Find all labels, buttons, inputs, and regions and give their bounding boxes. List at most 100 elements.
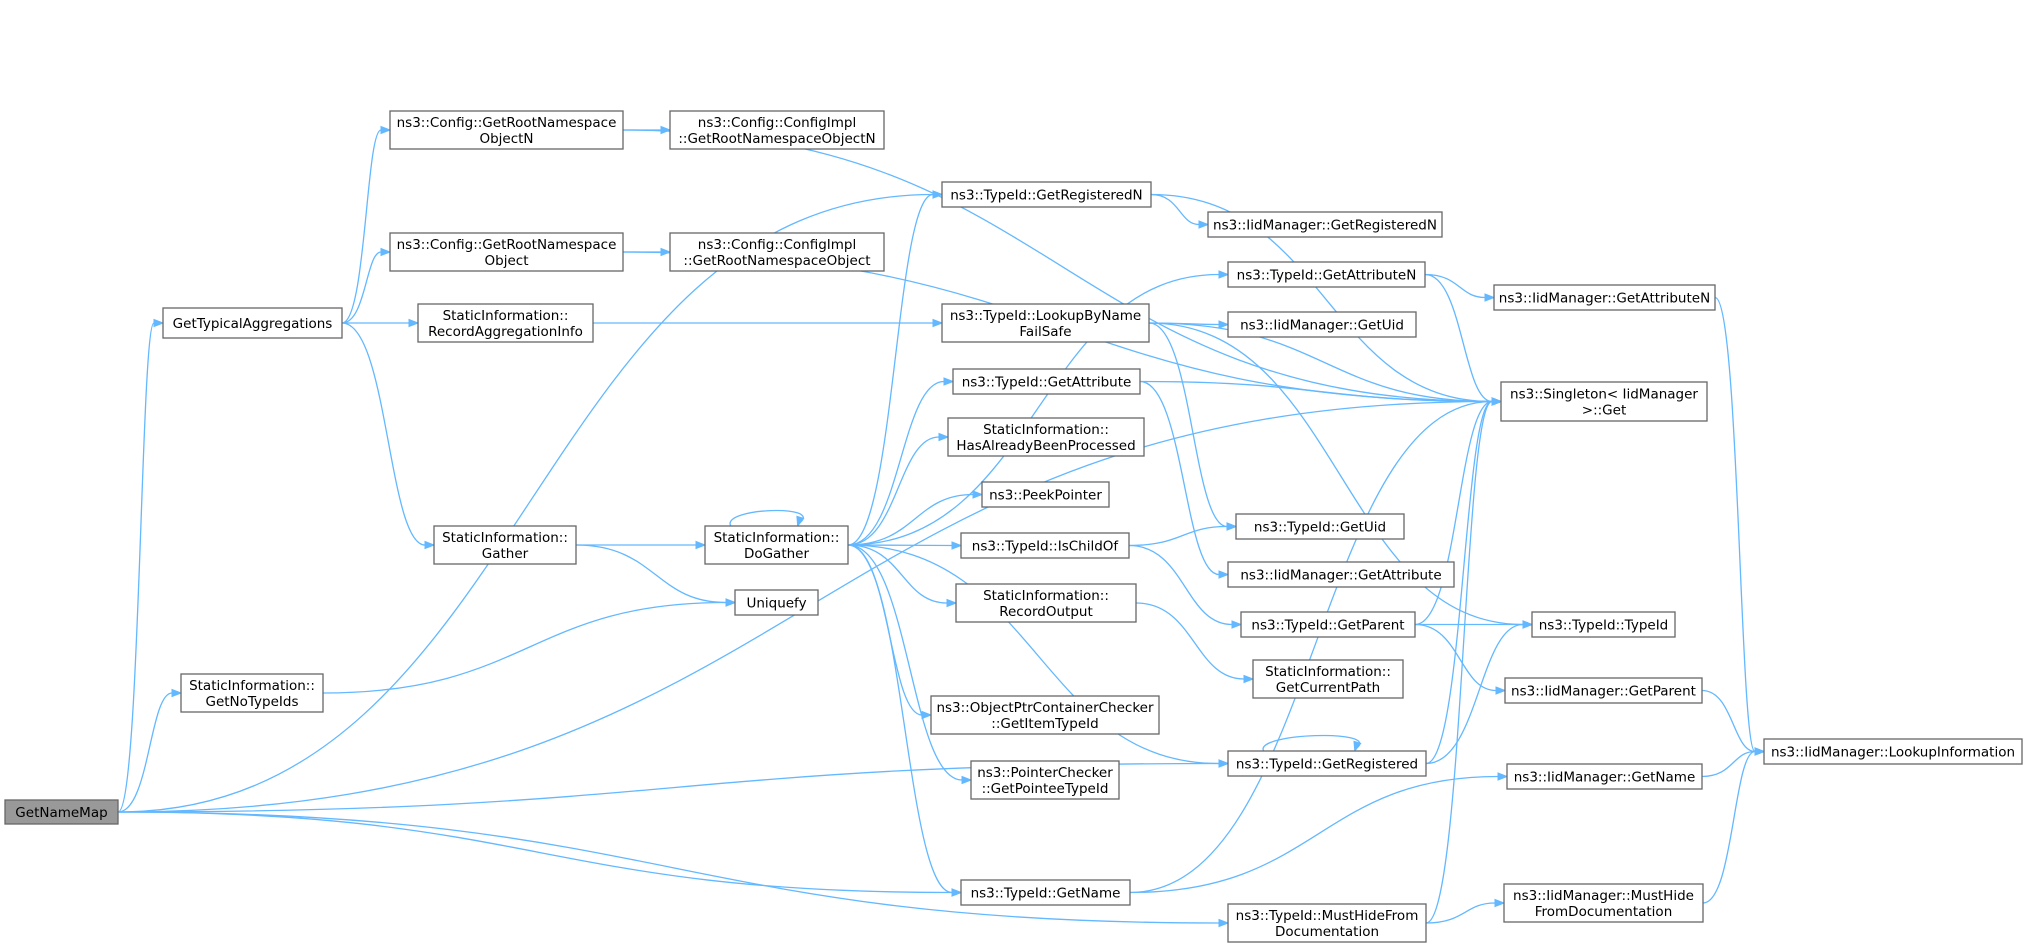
node-iidmanager-getuid[interactable]: ns3::IidManager::GetUid — [1227, 311, 1417, 338]
node-iidmanager-musthidefromdocumentation[interactable]: ns3::IidManager::MustHideFromDocumentati… — [1503, 883, 1704, 923]
node-box — [1207, 211, 1443, 238]
arrowhead-icon — [1198, 220, 1210, 229]
node-pointerchecker-getpointeetypeid[interactable]: ns3::PointerChecker::GetPointeeTypeId — [970, 760, 1120, 800]
node-staticinformation-getnotypeids[interactable]: StaticInformation::GetNoTypeIds — [180, 673, 324, 713]
node-iidmanager-getattributen[interactable]: ns3::IidManager::GetAttributeN — [1493, 284, 1716, 311]
node-staticinformation-hasalreadybeenprocessed[interactable]: StaticInformation::HasAlreadyBeenProcess… — [947, 417, 1145, 457]
node-label: ::GetItemTypeId — [991, 716, 1098, 732]
edge-line — [847, 436, 940, 546]
edge-iidmanager-getparent-to-iidmanager-lookupinformation — [1701, 689, 1766, 756]
arrowhead-icon — [408, 318, 420, 328]
node-objectptrcontainerchecker-getitemtypeid[interactable]: ns3::ObjectPtrContainerChecker::GetItemT… — [930, 695, 1160, 735]
arrowhead-icon — [938, 432, 950, 442]
node-label: ::GetRootNamespaceObject — [683, 253, 870, 269]
node-typeid-getparent[interactable]: ns3::TypeId::GetParent — [1240, 611, 1416, 638]
edge-line — [1414, 623, 1497, 692]
arrowhead-icon — [1754, 747, 1766, 756]
node-box — [981, 481, 1110, 508]
node-singleton-iidmanager-get[interactable]: ns3::Singleton< IidManager>::Get — [1500, 381, 1708, 422]
arrowhead-icon — [695, 540, 707, 550]
node-label: ns3::TypeId::TypeId — [1539, 618, 1669, 634]
arrowhead-icon — [943, 377, 955, 386]
node-staticinformation-recordaggregationinfo[interactable]: StaticInformation::RecordAggregationInfo — [417, 303, 594, 343]
edge-getnamemap-to-typeid-musthidefromdocumentation — [117, 811, 1230, 928]
node-uniquefy[interactable]: Uniquefy — [734, 589, 819, 616]
node-peekpointer[interactable]: ns3::PeekPointer — [981, 481, 1110, 508]
edge-line — [117, 811, 1220, 924]
edge-typeid-getattributen-to-iidmanager-getattributen — [1424, 273, 1496, 302]
node-config-getrootnamespaceobject[interactable]: ns3::Config::GetRootNamespaceObject — [389, 232, 624, 272]
edge-line — [1424, 273, 1486, 299]
node-box — [1227, 561, 1455, 588]
node-gettypicalaggregations[interactable]: GetTypicalAggregations — [162, 307, 343, 339]
node-label: ns3::TypeId::GetAttribute — [962, 375, 1132, 391]
node-typeid-ischildof[interactable]: ns3::TypeId::IsChildOf — [960, 532, 1130, 559]
arrowhead-icon — [1226, 522, 1238, 531]
edge-line — [1425, 400, 1493, 765]
node-box — [4, 799, 119, 825]
node-typeid-getattribute[interactable]: ns3::TypeId::GetAttribute — [952, 368, 1141, 395]
edge-line — [1424, 273, 1493, 403]
node-iidmanager-lookupinformation[interactable]: ns3::IidManager::LookupInformation — [1763, 738, 2023, 765]
edge-typeid-ischildof-to-typeid-getuid — [1128, 522, 1238, 547]
edge-line — [1150, 193, 1200, 226]
node-typeid-getregisteredn[interactable]: ns3::TypeId::GetRegisteredN — [941, 181, 1152, 208]
node-label: ns3::ObjectPtrContainerChecker — [936, 700, 1154, 716]
edge-layer — [117, 125, 1766, 928]
node-label: HasAlreadyBeenProcessed — [956, 438, 1135, 454]
edge-line — [341, 322, 426, 546]
edge-line — [847, 273, 1220, 546]
edge-line — [1414, 400, 1493, 626]
edge-typeid-musthidefromdocumentation-to-singleton-iidmanager-get — [1425, 397, 1503, 924]
node-label: Gather — [482, 546, 529, 562]
edge-line — [729, 509, 804, 527]
node-box — [970, 760, 1120, 800]
node-staticinformation-recordoutput[interactable]: StaticInformation::RecordOutput — [955, 583, 1137, 623]
node-staticinformation-getcurrentpath[interactable]: StaticInformation::GetCurrentPath — [1252, 659, 1404, 699]
edge-gettypicalaggregations-to-staticinformation-gather — [341, 322, 436, 550]
arrowhead-icon — [1218, 320, 1230, 329]
node-box — [1240, 611, 1416, 638]
node-typeid-getattributen[interactable]: ns3::TypeId::GetAttributeN — [1227, 261, 1426, 288]
node-configimpl-getrootnamespaceobject[interactable]: ns3::Config::ConfigImpl::GetRootNamespac… — [669, 232, 885, 272]
node-iidmanager-getregisteredn[interactable]: ns3::IidManager::GetRegisteredN — [1207, 211, 1443, 238]
edge-line — [1701, 750, 1756, 778]
edge-getnamemap-to-typeid-getregisteredn — [117, 190, 944, 813]
edge-gettypicalaggregations-to-config-getrootnamespaceobject — [341, 247, 392, 324]
node-staticinformation-dogather[interactable]: StaticInformation::DoGather — [704, 525, 849, 565]
node-typeid-getuid[interactable]: ns3::TypeId::GetUid — [1235, 513, 1405, 540]
edge-typeid-getregisteredn-to-iidmanager-getregisteredn — [1150, 193, 1210, 229]
node-getnamemap[interactable]: GetNameMap — [4, 799, 119, 825]
node-iidmanager-getparent[interactable]: ns3::IidManager::GetParent — [1504, 677, 1703, 704]
arrowhead-icon — [1495, 686, 1507, 695]
node-typeid-getregistered[interactable]: ns3::TypeId::GetRegistered — [1227, 750, 1427, 777]
node-label: StaticInformation:: — [442, 530, 568, 546]
node-label: Documentation — [1275, 924, 1379, 940]
node-typeid-getname[interactable]: ns3::TypeId::GetName — [960, 879, 1131, 906]
edge-line — [1701, 689, 1756, 753]
node-box — [941, 181, 1152, 208]
node-box — [1500, 381, 1708, 422]
edge-typeid-getregistered-to-typeid-getregistered — [1262, 734, 1362, 753]
edge-line — [1702, 750, 1756, 904]
node-label: ns3::TypeId::LookupByName — [950, 308, 1141, 324]
node-iidmanager-getattribute[interactable]: ns3::IidManager::GetAttribute — [1227, 561, 1455, 588]
edge-line — [117, 811, 953, 894]
node-label: ns3::TypeId::GetName — [971, 886, 1121, 902]
edge-line — [1129, 775, 1499, 894]
node-label: ns3::Config::ConfigImpl — [698, 237, 856, 253]
node-label: GetCurrentPath — [1276, 680, 1380, 696]
node-configimpl-getrootnamespaceobjectn[interactable]: ns3::Config::ConfigImpl::GetRootNamespac… — [669, 110, 885, 150]
arrowhead-icon — [1484, 293, 1496, 302]
node-box — [1227, 750, 1427, 777]
node-label: ns3::PointerChecker — [977, 765, 1113, 781]
node-config-getrootnamespaceobjectn[interactable]: ns3::Config::GetRootNamespaceObjectN — [389, 110, 624, 150]
node-label: ::GetRootNamespaceObjectN — [678, 131, 875, 147]
node-typeid-typeid[interactable]: ns3::TypeId::TypeId — [1531, 611, 1676, 638]
node-staticinformation-gather[interactable]: StaticInformation::Gather — [433, 525, 577, 565]
node-iidmanager-getname[interactable]: ns3::IidManager::GetName — [1506, 763, 1703, 790]
node-label: ns3::IidManager::LookupInformation — [1771, 745, 2015, 761]
arrowhead-icon — [932, 190, 944, 199]
